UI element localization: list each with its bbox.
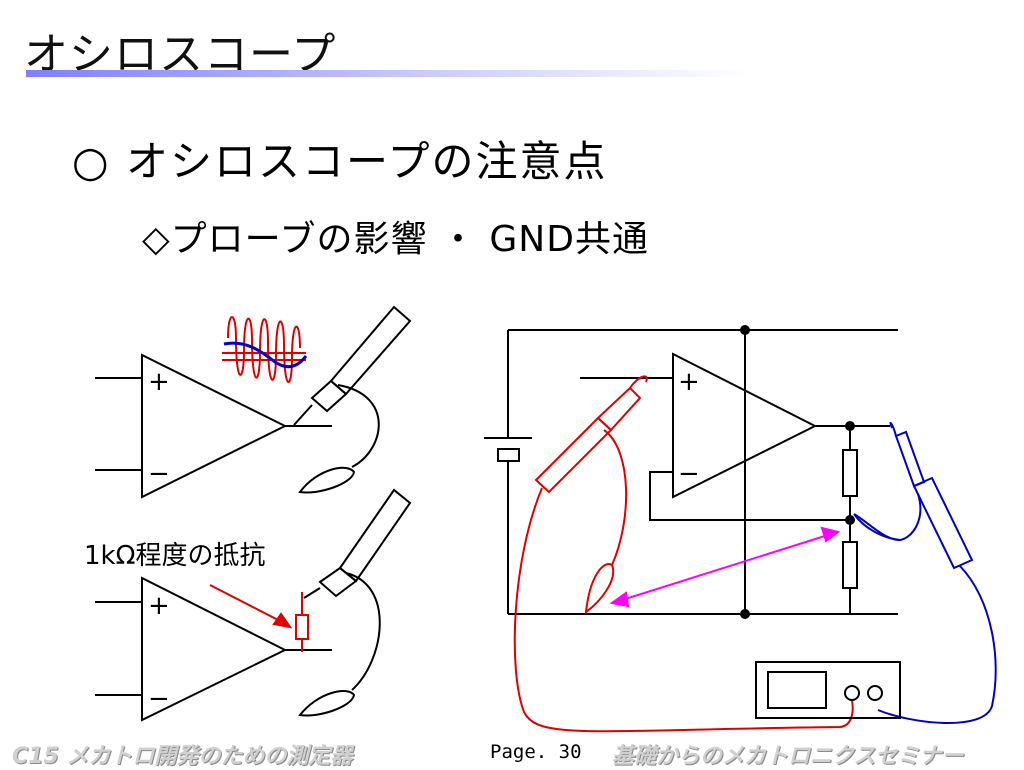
footer-seminar: 基礎からのメカトロニクスセミナー bbox=[612, 744, 964, 769]
opamp-right-minus: − bbox=[678, 459, 700, 489]
gnd-arrow bbox=[609, 526, 841, 608]
annotation-arrow bbox=[209, 584, 293, 629]
section-heading: ○ オシロスコープの注意点 bbox=[72, 137, 608, 186]
resistor-note: 1kΩ程度の抵抗 bbox=[84, 541, 266, 571]
title-underline bbox=[26, 70, 746, 77]
probe-bottom bbox=[298, 488, 412, 717]
oscillation-waveform bbox=[222, 316, 308, 383]
probe-red bbox=[513, 375, 854, 733]
opamp-top-plus: + bbox=[148, 367, 170, 397]
section-subheading: ◇プローブの影響 ・ GND共通 bbox=[142, 219, 649, 260]
oscilloscope-icon bbox=[755, 661, 901, 719]
footer-course: C15 メカトロ開発のための測定器 bbox=[12, 744, 353, 769]
opamp-bottom-minus: − bbox=[148, 684, 170, 714]
footer-page-number: Page. 30 bbox=[490, 741, 582, 763]
junction-dots bbox=[740, 325, 855, 619]
right-circuit bbox=[484, 329, 898, 615]
opamp-top-minus: − bbox=[148, 459, 170, 489]
series-resistor bbox=[295, 592, 309, 652]
opamp-right-plus: + bbox=[678, 367, 700, 397]
opamp-bottom-plus: + bbox=[148, 591, 170, 621]
opamp-top bbox=[95, 353, 332, 499]
probe-blue bbox=[853, 421, 997, 724]
probe-top bbox=[293, 305, 412, 494]
opamp-bottom bbox=[95, 576, 332, 722]
